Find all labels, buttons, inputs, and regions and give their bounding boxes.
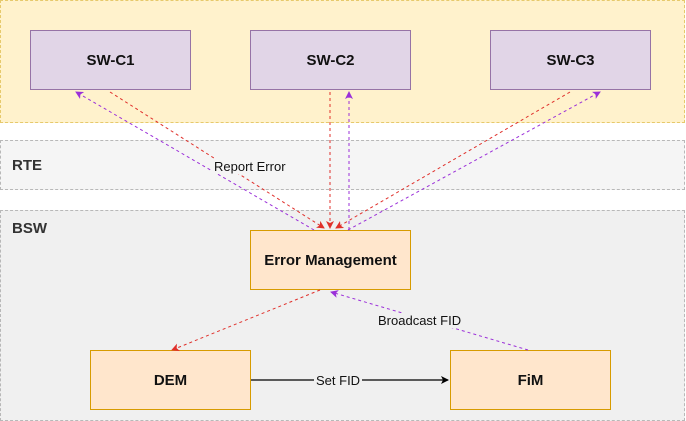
fim-box[interactable]: FiM: [450, 350, 611, 410]
broadcast-fid-label: Broadcast FID: [376, 313, 464, 328]
bsw-layer-label: BSW: [12, 220, 47, 237]
swc2-box[interactable]: SW-C2: [250, 30, 411, 90]
dem-label: DEM: [153, 371, 188, 389]
rte-layer-label: RTE: [12, 157, 42, 174]
report-arrow-swc3: [335, 91, 571, 229]
dem-box[interactable]: DEM: [90, 350, 251, 410]
error-management-label: Error Management: [264, 251, 397, 269]
swc1-label: SW-C1: [86, 51, 135, 69]
status-arrow-swc3: [347, 91, 601, 231]
status-arrow-swc1: [75, 91, 315, 231]
rte-layer: [0, 140, 685, 190]
report-error-label: Report Error: [212, 159, 288, 174]
swc3-label: SW-C3: [546, 51, 595, 69]
swc2-label: SW-C2: [306, 51, 355, 69]
set-fid-label: Set FID: [314, 373, 363, 388]
error-management-box[interactable]: Error Management: [250, 230, 411, 290]
em-to-dem-arrow: [171, 289, 321, 352]
swc1-box[interactable]: SW-C1: [30, 30, 191, 90]
fim-label: FiM: [517, 371, 544, 389]
swc3-box[interactable]: SW-C3: [490, 30, 651, 90]
